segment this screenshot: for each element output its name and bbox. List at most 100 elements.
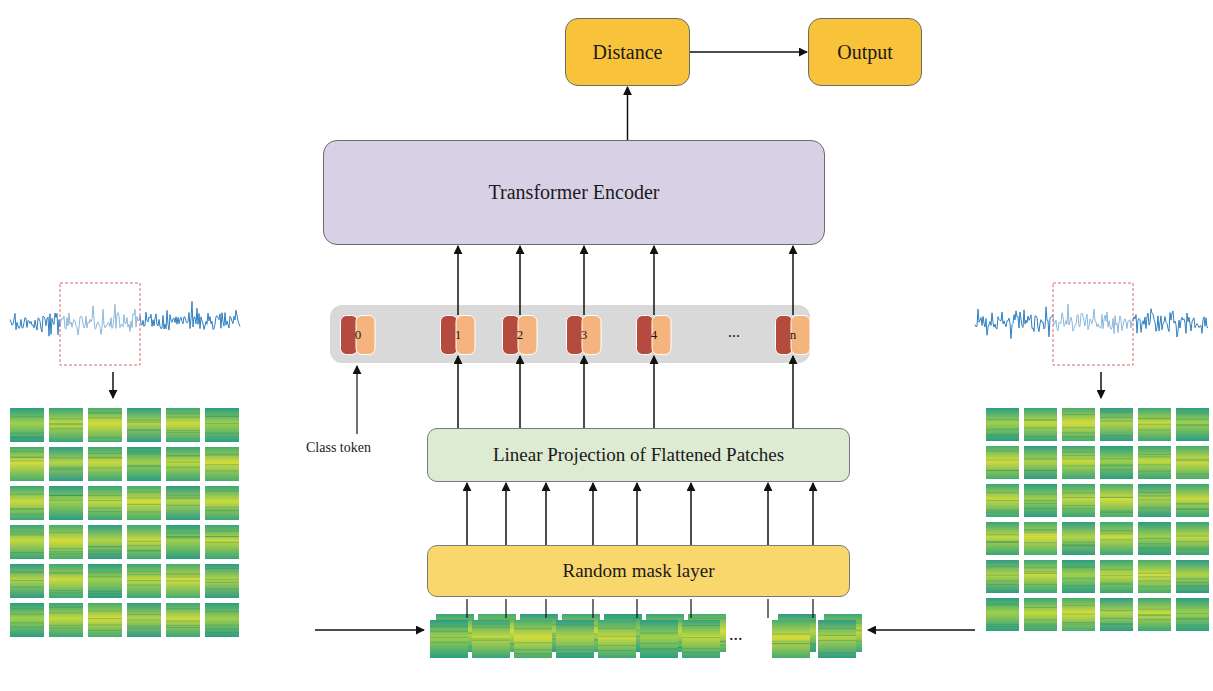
spectrogram-stripe — [1100, 530, 1133, 531]
spectrogram-stripe — [127, 492, 161, 493]
spectrogram-stripe — [1176, 473, 1209, 474]
spectrogram-patch — [1100, 598, 1133, 631]
spectrogram-stripe — [1062, 455, 1095, 456]
spectrogram-stripe — [1024, 427, 1057, 428]
spectrogram-patch — [127, 603, 161, 637]
spectrogram-stripe — [127, 420, 161, 421]
spectrogram-stripe — [49, 457, 83, 458]
spectrogram-patch — [205, 525, 239, 559]
connector-arrow — [767, 483, 769, 545]
spectrogram-stripe — [1176, 424, 1209, 425]
spectrogram-stripe — [166, 467, 200, 468]
spectrogram-stripe — [1024, 470, 1057, 471]
spectrogram-stripe — [682, 637, 720, 638]
spectrogram-patch — [1100, 484, 1133, 517]
spectrogram-stripe — [88, 576, 122, 577]
spectrogram-patch — [1138, 598, 1171, 631]
spectrogram-stripe — [10, 451, 44, 452]
spectrogram-stripe — [1138, 547, 1171, 548]
connector-arrow — [519, 356, 521, 428]
spectrogram-patch — [1176, 484, 1209, 517]
spectrogram-stripe — [49, 428, 83, 429]
spectrogram-stripe — [1100, 584, 1133, 585]
spectrogram-stripe — [1100, 465, 1133, 466]
spectrogram-patch — [166, 603, 200, 637]
spectrogram-patch — [127, 447, 161, 481]
spectrogram-stripe — [1100, 531, 1133, 532]
node-text: Distance — [593, 41, 663, 64]
spectrogram-stripe — [1024, 419, 1057, 420]
spectrogram-stripe — [1176, 425, 1209, 426]
spectrogram-stripe — [1138, 609, 1171, 610]
spectrogram-stripe — [205, 453, 239, 454]
spectrogram-stripe — [10, 626, 44, 627]
spectrogram-stripe — [682, 648, 720, 649]
spectrogram-stripe — [127, 541, 161, 542]
spectrogram-stripe — [1100, 412, 1133, 413]
spectrogram-stripe — [166, 497, 200, 498]
token: 4 — [636, 315, 672, 355]
spectrogram-stripe — [1024, 573, 1057, 574]
spectrogram-stripe — [986, 512, 1019, 513]
spectrogram-patch — [10, 408, 44, 442]
connector-arrow — [583, 246, 585, 315]
spectrogram-stripe — [556, 624, 594, 625]
spectrogram-stripe — [205, 589, 239, 590]
spectrogram-stripe — [1100, 458, 1133, 459]
connector-arrow — [690, 483, 692, 545]
spectrogram-stripe — [986, 603, 1019, 604]
spectrogram-stripe — [10, 535, 44, 536]
spectrogram-stripe — [88, 624, 122, 625]
spectrogram-stripe — [1062, 622, 1095, 623]
spectrogram-patch — [49, 603, 83, 637]
spectrogram-stripe — [1024, 571, 1057, 572]
spectrogram-stripe — [205, 625, 239, 626]
spectrogram-stripe — [1176, 549, 1209, 550]
spectrogram-stripe — [1100, 533, 1133, 534]
spectrogram-stripe — [604, 618, 642, 619]
spectrogram-patch — [49, 564, 83, 598]
spectrogram-stripe — [1100, 464, 1133, 465]
spectrogram-stripe — [1176, 509, 1209, 510]
spectrogram-stripe — [682, 652, 720, 653]
spectrogram-patch — [10, 603, 44, 637]
spectrogram-stripe — [49, 573, 83, 574]
spectrogram-stripe — [205, 542, 239, 543]
spectrogram-stripe — [598, 628, 636, 629]
spectrogram-stripe — [472, 638, 510, 639]
spectrogram-stripe — [1138, 492, 1171, 493]
spectrogram-stripe — [1024, 503, 1057, 504]
spectrogram-stripe — [1138, 538, 1171, 539]
spectrogram-stripe — [1138, 586, 1171, 587]
spectrogram-stripe — [88, 437, 122, 438]
spectrogram-stripe — [1138, 418, 1171, 419]
spectrogram-stripe — [10, 587, 44, 588]
connector-arrow — [653, 246, 655, 315]
spectrogram-stripe — [166, 625, 200, 626]
spectrogram-stripe — [1176, 413, 1209, 414]
spectrogram-stripe — [1176, 459, 1209, 460]
spectrogram-stripe — [1100, 417, 1133, 418]
spectrogram-stripe — [205, 416, 239, 417]
spectrogram-stripe — [472, 640, 510, 641]
spectrogram-stripe — [88, 572, 122, 573]
process-box: Linear Projection of Flattened Patches — [427, 428, 850, 482]
spectrogram-patch — [1062, 522, 1095, 555]
spectrogram-stripe — [1024, 458, 1057, 459]
spectrogram-stripe — [166, 580, 200, 581]
spectrogram-stripe — [1138, 456, 1171, 457]
spectrogram-stripe — [514, 628, 552, 629]
spectrogram-stripe — [1138, 499, 1171, 500]
spectrogram-stripe — [472, 624, 510, 625]
spectrogram-stripe — [1100, 497, 1133, 498]
connector-arrow — [457, 246, 459, 315]
spectrogram-stripe — [1062, 542, 1095, 543]
patch-link — [767, 599, 768, 618]
spectrogram-stripe — [1024, 493, 1057, 494]
spectrogram-stripe — [88, 511, 122, 512]
spectrogram-stripe — [49, 467, 83, 468]
spectrogram-stripe — [205, 632, 239, 633]
spectrogram-patch — [986, 446, 1019, 479]
spectrogram-stripe — [49, 553, 83, 554]
spectrogram-stripe — [88, 468, 122, 469]
